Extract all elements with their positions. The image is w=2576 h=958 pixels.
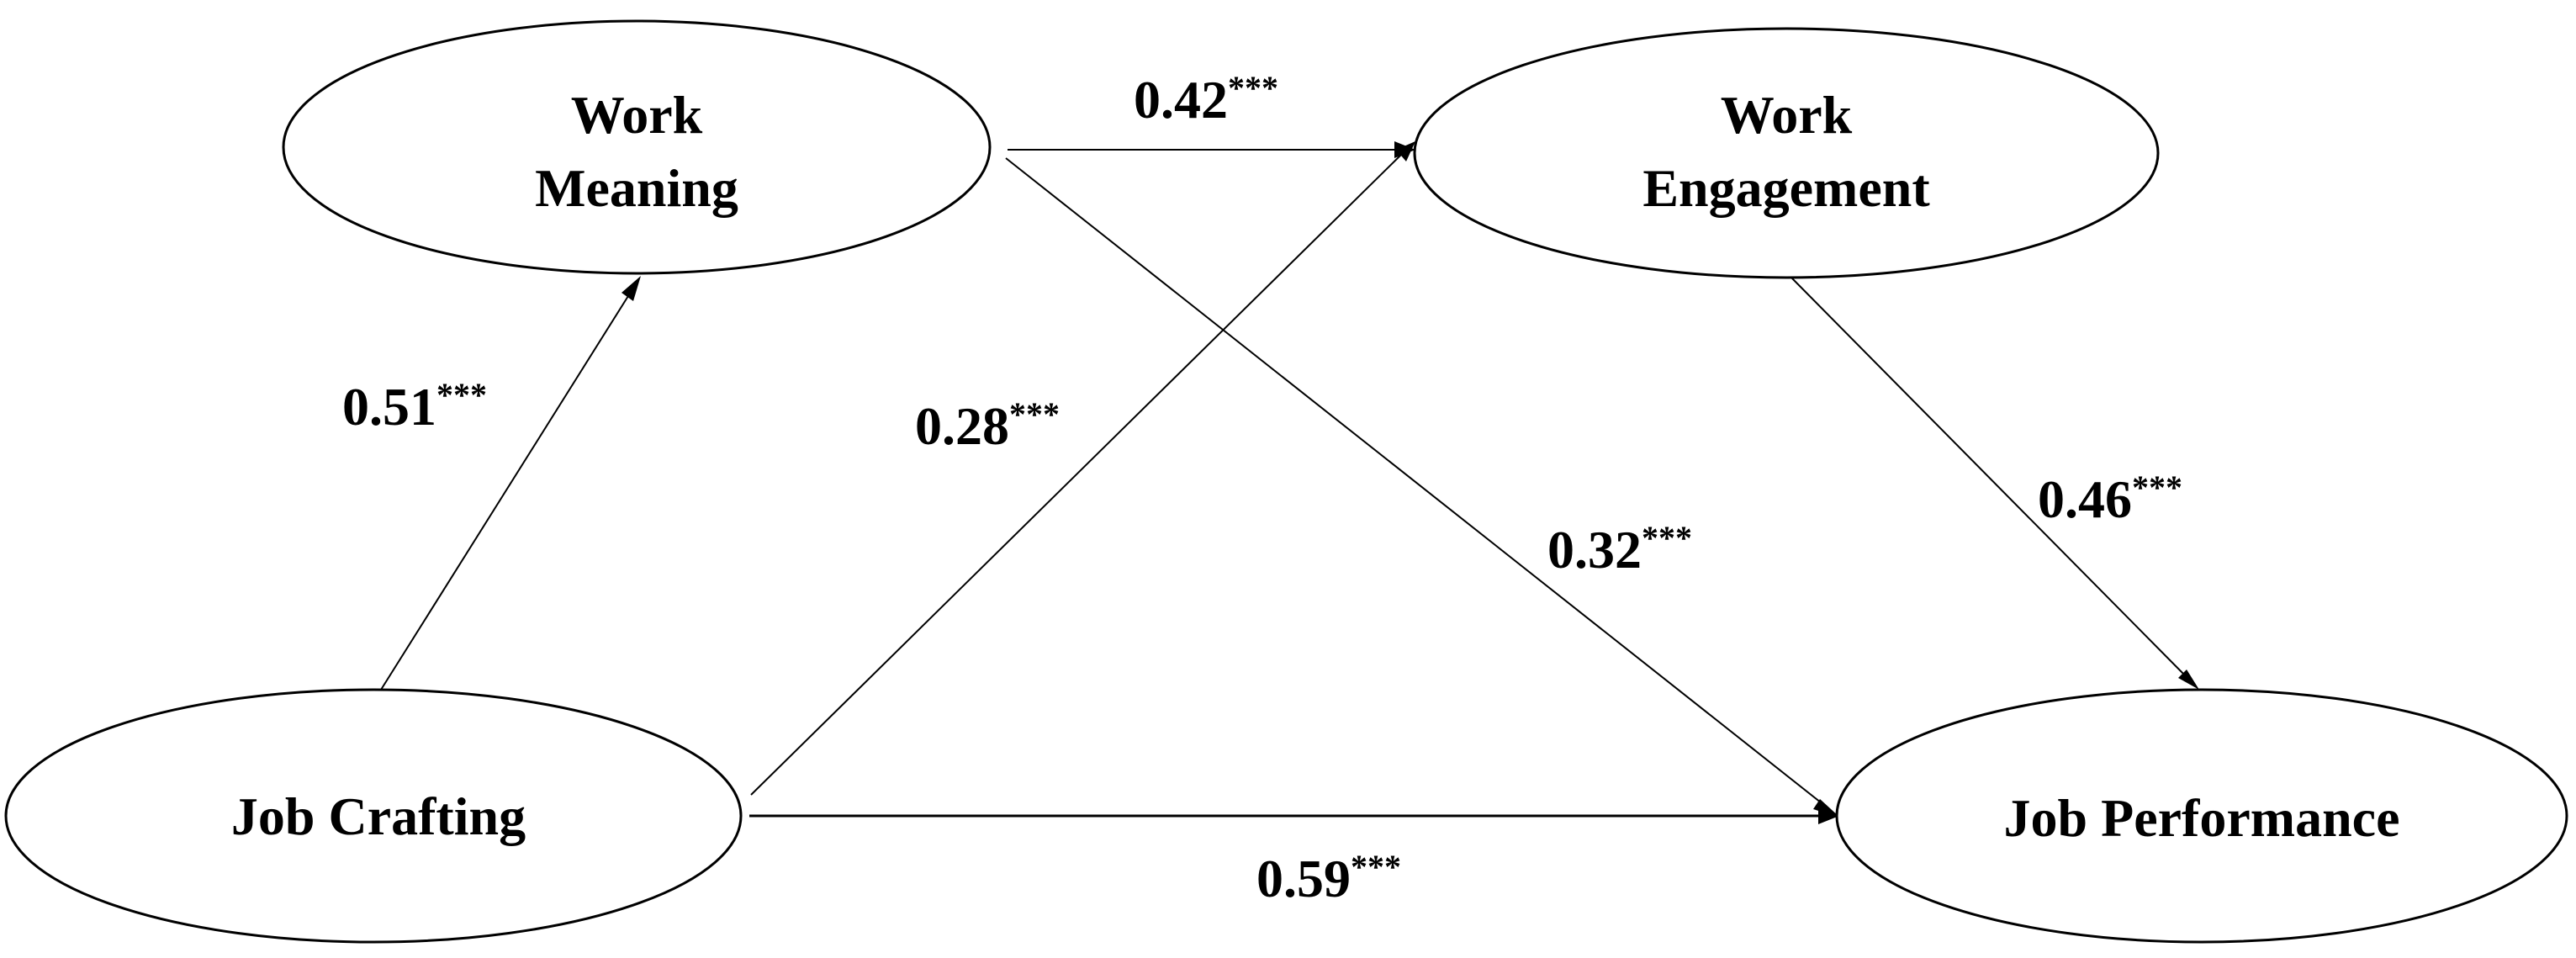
- node-ellipse: [1835, 688, 2568, 944]
- node-label-line: Meaning: [535, 158, 738, 218]
- arrowhead-icon: [2178, 670, 2199, 690]
- edges: [380, 141, 2199, 824]
- path-coefficient: 0.28***: [915, 395, 1060, 456]
- significance-stars: ***: [1351, 848, 1401, 886]
- path-coefficient: 0.46***: [2038, 468, 2182, 529]
- path-coefficient: 0.51***: [342, 376, 487, 437]
- node-ellipse: [4, 688, 743, 944]
- significance-stars: ***: [1009, 395, 1060, 433]
- node-work-meaning: Work Meaning: [282, 19, 992, 275]
- significance-stars: ***: [436, 376, 487, 414]
- node-job-crafting: Job Crafting: [4, 688, 743, 944]
- node-label-line: Job Performance: [2004, 788, 2400, 848]
- node-label-line: Work: [571, 85, 703, 145]
- arrowhead-icon: [1813, 799, 1840, 818]
- path-coefficient: 0.42***: [1134, 69, 1278, 130]
- edge-job-crafting-to-work-meaning: [380, 282, 637, 691]
- edge-work-engagement-to-job-performance: [1791, 277, 2187, 678]
- arrowhead-icon: [1396, 141, 1415, 161]
- path-coefficient: 0.59***: [1256, 848, 1401, 908]
- node-work-engagement: Work Engagement: [1413, 27, 2160, 279]
- edge-work-meaning-to-job-performance: [1005, 157, 1826, 807]
- node-ellipse: [1413, 27, 2160, 279]
- node-label-line: Work: [1721, 85, 1853, 145]
- path-coefficient: 0.32***: [1547, 519, 1692, 580]
- significance-stars: ***: [1642, 519, 1692, 557]
- significance-stars: ***: [1228, 69, 1278, 107]
- node-ellipse: [282, 19, 992, 275]
- node-label-line: Engagement: [1642, 158, 1930, 218]
- arrowhead-icon: [622, 276, 641, 301]
- node-job-performance: Job Performance: [1835, 688, 2568, 944]
- arrowhead-icon: [1818, 807, 1839, 824]
- node-label-line: Job Crafting: [231, 786, 526, 846]
- coefficients: 0.51*** 0.42*** 0.28*** 0.32*** 0.46*** …: [342, 69, 2182, 908]
- edge-job-crafting-to-work-engagement: [750, 154, 1402, 796]
- significance-stars: ***: [2132, 468, 2182, 506]
